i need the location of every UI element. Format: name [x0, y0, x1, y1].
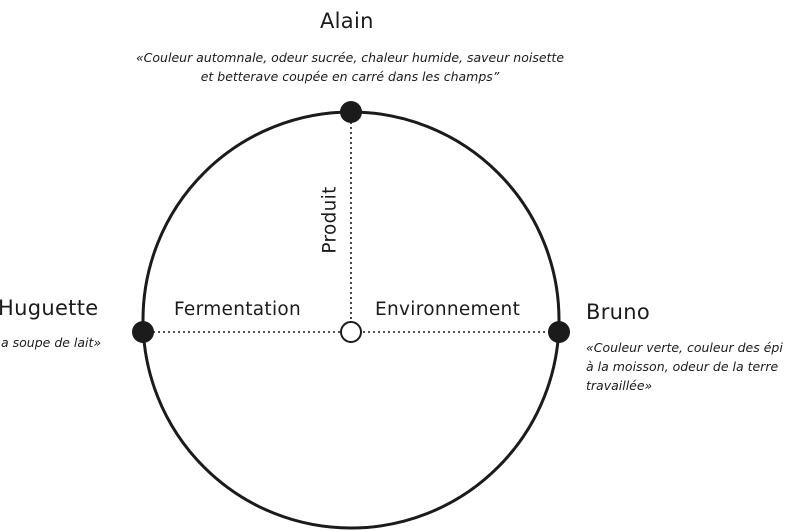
- quote-bruno-line-2: à la moisson, odeur de la terre: [586, 359, 779, 374]
- axis-label-environnement: Environnement: [375, 299, 521, 320]
- name-bruno: Bruno: [586, 300, 651, 324]
- center-node: [340, 321, 362, 343]
- axis-label-fermentation: Fermentation: [174, 299, 302, 320]
- node-alain: [340, 101, 362, 123]
- quote-alain-line-1: «Couleur automnale, odeur sucrée, chaleu…: [135, 50, 565, 65]
- name-huguette: Huguette: [0, 296, 99, 320]
- quote-bruno: «Couleur verte, couleur des épi à la moi…: [586, 338, 798, 395]
- main-circle: [141, 110, 561, 530]
- quote-alain-line-2: et betterave coupée en carré dans les ch…: [200, 69, 500, 84]
- quote-bruno-line-1: «Couleur verte, couleur des épi: [586, 340, 783, 355]
- quote-huguette: a soupe de lait»: [1, 333, 101, 352]
- node-bruno: [548, 321, 570, 343]
- node-huguette: [132, 321, 154, 343]
- quote-huguette-line-1: a soupe de lait»: [1, 335, 102, 350]
- quote-alain: «Couleur automnale, odeur sucrée, chaleu…: [100, 48, 600, 86]
- name-alain: Alain: [320, 9, 374, 33]
- axis-label-produit: Produit: [319, 186, 341, 254]
- quote-bruno-line-3: travaillée»: [586, 378, 653, 393]
